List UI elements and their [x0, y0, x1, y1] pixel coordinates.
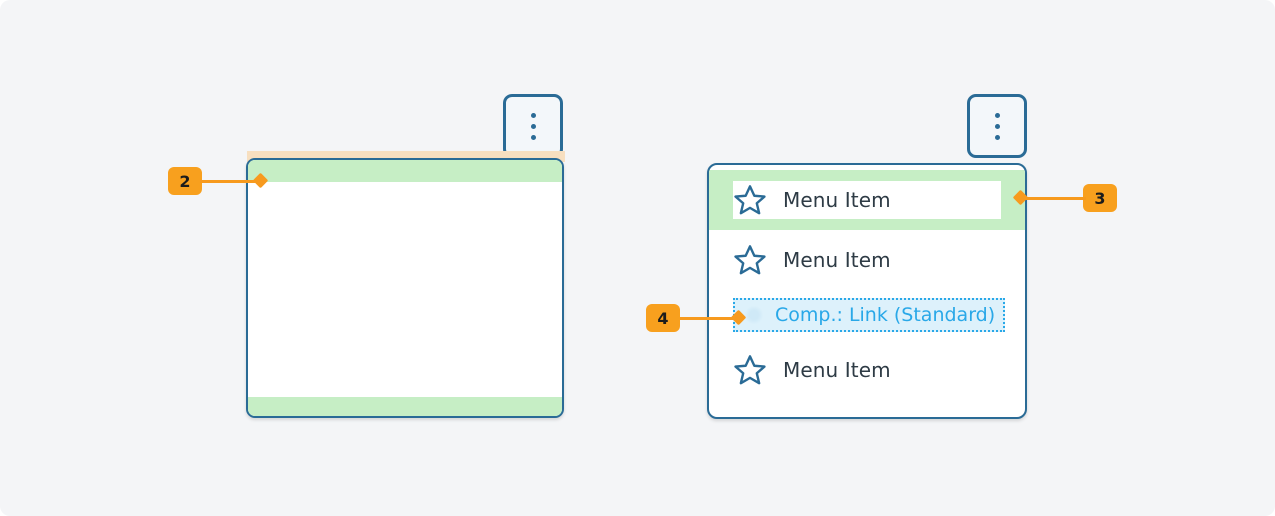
- menu-item-row[interactable]: Menu Item: [709, 340, 1025, 400]
- star-icon: [734, 245, 766, 275]
- callout-line-2: [200, 179, 262, 183]
- kebab-menu-button-right[interactable]: [967, 94, 1027, 158]
- link-component-selection-box[interactable]: Comp.: Link (Standard): [733, 298, 1005, 332]
- top-accent-strip: [247, 151, 565, 162]
- menu-item-row[interactable]: Menu Item: [709, 230, 1025, 290]
- menu-item-inner: Menu Item: [733, 353, 891, 387]
- menu-item-label: Menu Item: [783, 248, 891, 272]
- kebab-dot: [530, 112, 536, 118]
- star-icon: [734, 185, 766, 215]
- menu-item-inner: Menu Item: [733, 243, 891, 277]
- callout-badge-4[interactable]: 4: [646, 304, 680, 332]
- menu-item-inner: Menu Item: [733, 181, 1001, 219]
- kebab-dot: [994, 123, 1000, 129]
- kebab-dot: [530, 123, 536, 129]
- kebab-dot: [994, 112, 1000, 118]
- panel-highlight-band-bottom: [248, 397, 562, 416]
- menu-item-label: Menu Item: [783, 188, 891, 212]
- placeholder-icon: [741, 302, 767, 328]
- link-component-label: Comp.: Link (Standard): [775, 304, 996, 326]
- kebab-menu-button-left[interactable]: [503, 94, 563, 158]
- link-component-row[interactable]: Comp.: Link (Standard): [709, 290, 1025, 340]
- kebab-dot: [994, 134, 1000, 140]
- star-icon: [734, 355, 766, 385]
- menu-item-row[interactable]: Menu Item: [709, 170, 1025, 230]
- callout-badge-3[interactable]: 3: [1083, 184, 1117, 212]
- right-menu-panel[interactable]: Menu Item Menu Item Comp.: Link (Standar…: [707, 163, 1027, 419]
- callout-line-4: [680, 316, 740, 320]
- callout-line-3: [1020, 196, 1086, 200]
- panel-body: [248, 182, 562, 397]
- callout-badge-2[interactable]: 2: [168, 167, 202, 195]
- left-menu-panel[interactable]: [246, 158, 564, 418]
- menu-item-label: Menu Item: [783, 358, 891, 382]
- kebab-dot: [530, 134, 536, 140]
- panel-highlight-band-top: [248, 160, 562, 182]
